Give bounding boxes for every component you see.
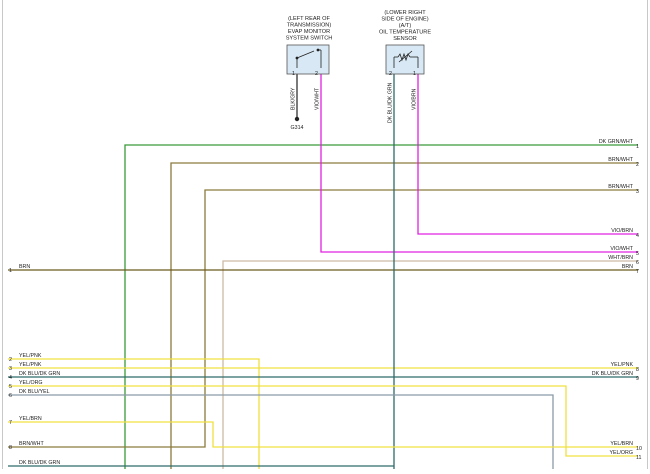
right-pin-4: 4 bbox=[636, 233, 639, 239]
left-label-7: YEL/BRN bbox=[19, 416, 42, 422]
wire-yel-brn bbox=[8, 421, 638, 448]
wire-brn-wht-2 bbox=[170, 162, 638, 469]
left-label-2: YEL/PNK bbox=[19, 353, 42, 359]
left-label-5: YEL/ORG bbox=[19, 380, 43, 386]
sensor-caption-1: (LOWER RIGHT bbox=[384, 10, 426, 16]
wire-brn-wht-3 bbox=[8, 189, 638, 448]
right-pin-3: 3 bbox=[636, 189, 639, 195]
right-pin-6: 6 bbox=[636, 260, 639, 266]
wire-vio-wht bbox=[320, 74, 638, 253]
evap-caption-2: TRANSMISSION) bbox=[287, 23, 332, 29]
sensor-caption-5: SENSOR bbox=[393, 36, 417, 42]
left-pin-1: 1 bbox=[9, 268, 12, 274]
evap-caption-4: SYSTEM SWITCH bbox=[286, 36, 333, 42]
right-label-2: BRN/WHT bbox=[608, 157, 633, 163]
left-pin-7: 7 bbox=[9, 420, 12, 426]
thermistor-icon bbox=[393, 50, 419, 68]
left-pin-2: 2 bbox=[9, 357, 12, 363]
oil-temperature-sensor: 2 1 (LOWER RIGHT SIDE OF ENGINE) (A/T) O… bbox=[379, 10, 431, 77]
ground-label: G314 bbox=[291, 125, 304, 131]
left-label-4: DK BLU/DK GRN bbox=[19, 371, 60, 377]
sensor-pin2-label: 2 bbox=[389, 71, 392, 77]
left-pin-3: 3 bbox=[9, 366, 12, 372]
sensor-caption-2: SIDE OF ENGINE) bbox=[381, 17, 428, 23]
left-pin-4: 4 bbox=[9, 375, 12, 381]
right-label-1: DK GRN/WHT bbox=[599, 139, 634, 145]
left-connector: 1 BRN 2 YEL/PNK 3 YEL/PNK 4 DK BLU/DK GR… bbox=[9, 264, 60, 466]
left-pin-5: 5 bbox=[9, 384, 12, 390]
wire-yel-org bbox=[8, 385, 638, 457]
vlabel-evap-pin2: VIO/WHT bbox=[315, 87, 321, 110]
switch-icon bbox=[295, 48, 322, 68]
right-label-8: YEL/PNK bbox=[611, 362, 634, 368]
wire-vio-brn bbox=[417, 74, 638, 235]
right-label-11: YEL/ORG bbox=[609, 450, 633, 456]
right-pin-9: 9 bbox=[636, 376, 639, 382]
wire-yel-pnk bbox=[8, 358, 638, 469]
right-label-7: BRN bbox=[622, 264, 633, 270]
right-pin-11: 11 bbox=[636, 455, 642, 461]
right-pin-2: 2 bbox=[636, 162, 639, 168]
sensor-caption-3: (A/T) bbox=[399, 23, 412, 29]
left-label-9: DK BLU/DK GRN bbox=[19, 460, 60, 466]
right-label-6: WHT/BRN bbox=[608, 255, 633, 261]
left-label-8: BRN/WHT bbox=[19, 441, 44, 447]
evap-pin2-label: 2 bbox=[315, 71, 318, 77]
evap-caption-1: (LEFT REAR OF bbox=[288, 16, 330, 22]
right-pin-10: 10 bbox=[636, 446, 642, 452]
vlabel-sensor-pin1: VIO/BRN bbox=[412, 88, 418, 110]
right-pin-7: 7 bbox=[636, 269, 639, 275]
sensor-pin1-label: 1 bbox=[413, 71, 416, 77]
vlabel-sensor-pin2: DK BLU/DK GRN bbox=[388, 82, 394, 123]
right-label-9: DK BLU/DK GRN bbox=[592, 371, 633, 377]
wire-dk-blu-yel bbox=[8, 394, 554, 469]
evap-pin1-label: 1 bbox=[292, 71, 295, 77]
right-pin-8: 8 bbox=[636, 367, 639, 373]
wire-wht-brn bbox=[222, 260, 638, 469]
ground-g314: G314 bbox=[291, 116, 304, 131]
left-pin-6: 6 bbox=[9, 393, 12, 399]
vlabel-evap-pin1: BLK/GRY bbox=[291, 87, 297, 110]
right-pin-1: 1 bbox=[636, 144, 639, 150]
evap-monitor-switch: 1 2 (LEFT REAR OF TRANSMISSION) EVAP MON… bbox=[286, 16, 333, 77]
right-connector: DK GRN/WHT 1 BRN/WHT 2 BRN/WHT 3 VIO/BRN… bbox=[592, 139, 642, 461]
right-label-4: VIO/BRN bbox=[611, 228, 633, 234]
left-label-3: YEL/PNK bbox=[19, 362, 42, 368]
left-label-6: DK BLU/YEL bbox=[19, 389, 50, 395]
right-label-10: YEL/BRN bbox=[610, 441, 633, 447]
right-label-5: VIO/WHT bbox=[610, 246, 633, 252]
left-label-1: BRN bbox=[19, 264, 30, 270]
ground-icon bbox=[294, 116, 300, 122]
wire-dk-grn-wht bbox=[124, 144, 638, 469]
left-pin-8: 8 bbox=[9, 445, 12, 451]
evap-caption-3: EVAP MONITOR bbox=[288, 29, 330, 35]
right-pin-5: 5 bbox=[636, 251, 639, 257]
right-label-3: BRN/WHT bbox=[608, 184, 633, 190]
sensor-caption-4: OIL TEMPERATURE bbox=[379, 30, 431, 36]
